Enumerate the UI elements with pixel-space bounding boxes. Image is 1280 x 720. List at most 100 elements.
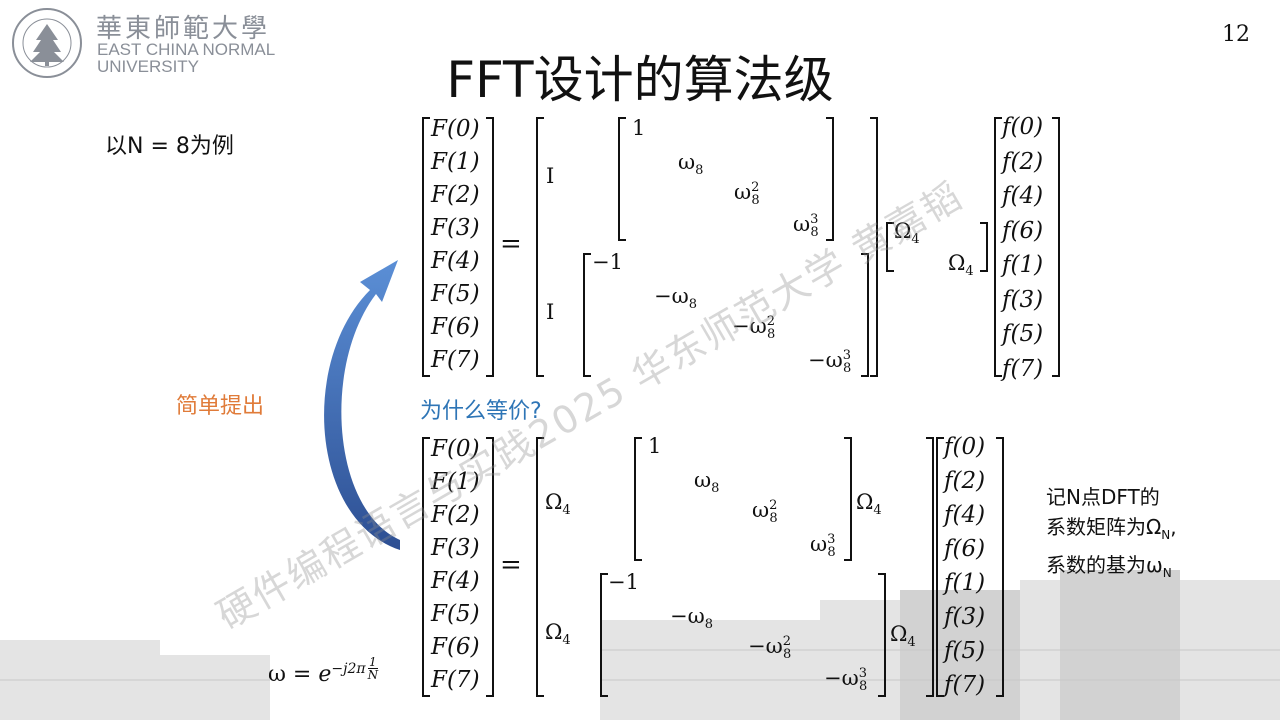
sup: 2 (782, 634, 792, 649)
curved-arrow-icon (324, 260, 400, 550)
campus-building-background (0, 570, 1280, 720)
diag-entry: ω28 (734, 180, 760, 208)
omega: ω (810, 532, 828, 556)
sub: 8 (711, 481, 720, 497)
f-vector-entry: f(6) (944, 536, 986, 562)
diag-entry: −ω38 (824, 666, 867, 694)
omega4-entry: Ω4 (948, 251, 974, 279)
f-vector-2: f(0) f(2) f(4) f(6) f(1) f(3) f(5) f(7) (944, 430, 985, 702)
omega4-entry: Ω4 (890, 622, 916, 650)
f-vector-entry: f(6) (1002, 217, 1044, 244)
f-vector-entry: f(3) (944, 604, 986, 630)
omega4-entry: Ω4 (545, 620, 571, 648)
sub: 8 (843, 361, 852, 377)
diag-entry: −1 (608, 570, 639, 594)
sub: 8 (751, 193, 760, 209)
dft-note-line2-sub: N (1161, 528, 1171, 542)
sub: 8 (827, 545, 836, 561)
diag-entry: −ω8 (654, 284, 697, 312)
sup: 2 (769, 498, 778, 513)
logo-chinese-name: 華東師範大學 (96, 14, 271, 44)
omega-def-base: e (318, 661, 332, 687)
diag-entry: −ω28 (732, 314, 775, 342)
sub: 8 (810, 225, 819, 241)
dft-note-line2: 系数矩阵为ΩN, (1046, 512, 1177, 550)
equals-sign: = (500, 229, 522, 259)
sub: 8 (769, 511, 778, 527)
F-vector-entry: F(3) (431, 215, 480, 241)
F-vector-entry: F(6) (431, 314, 480, 340)
dft-note-line3: 系数的基为ωN (1046, 550, 1177, 588)
neg-omega: −ω (670, 604, 705, 628)
sub: 4 (873, 503, 882, 519)
diag-entry: −1 (592, 250, 623, 274)
sub: 4 (911, 232, 920, 248)
omega: ω (678, 150, 696, 174)
logo-english-name-line2: UNIVERSITY (97, 57, 200, 76)
Omega: Ω (545, 620, 563, 644)
F-vector-entry: F(5) (431, 601, 480, 627)
omega4-entry: Ω4 (545, 490, 571, 518)
F-vector-entry: F(1) (431, 469, 480, 495)
omega4-entry: Ω4 (856, 490, 882, 518)
sub: 8 (704, 617, 714, 633)
omega: ω (694, 468, 712, 492)
f-vector-entry: f(4) (944, 502, 986, 528)
dft-note-line2-suffix: , (1170, 515, 1177, 539)
neg-omega: −ω (808, 348, 843, 372)
slide-number: 12 (1222, 22, 1250, 47)
F-vector-1: F(0) F(1) F(2) F(3) F(4) F(5) F(6) F(7) (431, 113, 480, 377)
example-label: 以N = 8为例 (105, 134, 234, 159)
simplify-label: 简单提出 (176, 394, 265, 419)
omega: ω (734, 180, 752, 204)
f-vector-entry: f(7) (944, 672, 986, 698)
omega-def-exp: −j2π (331, 660, 366, 677)
sup: 2 (751, 180, 760, 195)
university-seal-logo (12, 8, 82, 78)
diag-entry: ω8 (678, 150, 703, 178)
dft-note-line3-text: 系数的基为ω (1046, 553, 1163, 577)
diag-entry: −ω8 (670, 604, 713, 632)
omega-def-frac-num: 1 (367, 655, 379, 669)
sup: 3 (810, 212, 819, 227)
omega: ω (752, 498, 770, 522)
neg-omega: −ω (824, 666, 859, 690)
dft-note-line2-text: 系数矩阵为Ω (1046, 515, 1162, 539)
neg-omega: −ω (732, 314, 767, 338)
omega4-entry: Ω4 (894, 219, 920, 247)
diag-entry: 1 (648, 434, 662, 458)
f-vector-entry: f(1) (1002, 252, 1044, 278)
f-vector-entry: f(7) (1002, 355, 1044, 382)
f-vector-entry: f(5) (1002, 321, 1044, 347)
diag-entry: ω8 (694, 468, 719, 496)
omega-def-frac-den: N (367, 668, 379, 682)
f-vector-entry: f(2) (1002, 148, 1044, 175)
dft-note-line1: 记N点DFT的 (1046, 485, 1160, 509)
sup: 2 (766, 314, 776, 329)
diag-entry: ω38 (793, 212, 819, 240)
sub: 4 (562, 503, 571, 519)
F-vector-2: F(0) F(1) F(2) F(3) F(4) F(5) F(6) F(7) (431, 433, 480, 697)
Omega: Ω (545, 490, 563, 514)
diag-entry: ω28 (752, 498, 778, 526)
diag-entry: −ω38 (808, 348, 851, 376)
F-vector-entry: F(0) (431, 436, 480, 462)
sub: 8 (859, 679, 868, 695)
logo-english-name-line1: EAST CHINA NORMAL (97, 40, 276, 59)
Omega: Ω (894, 219, 912, 243)
sup: 3 (842, 348, 852, 363)
F-vector-entry: F(2) (431, 182, 480, 208)
Omega: Ω (856, 490, 874, 514)
F-vector-entry: F(4) (431, 248, 480, 274)
sup: 3 (827, 532, 836, 547)
equals-sign: = (500, 550, 522, 580)
omega: ω (793, 212, 811, 236)
diag-entry: −ω28 (748, 634, 791, 662)
omega-def-lhs: ω = (268, 661, 319, 687)
slide-title: FFT设计的算法级 (446, 51, 834, 109)
F-vector-entry: F(4) (431, 568, 480, 594)
Omega: Ω (948, 251, 966, 275)
F-vector-entry: F(2) (431, 502, 480, 528)
F-vector-entry: F(7) (431, 667, 480, 693)
